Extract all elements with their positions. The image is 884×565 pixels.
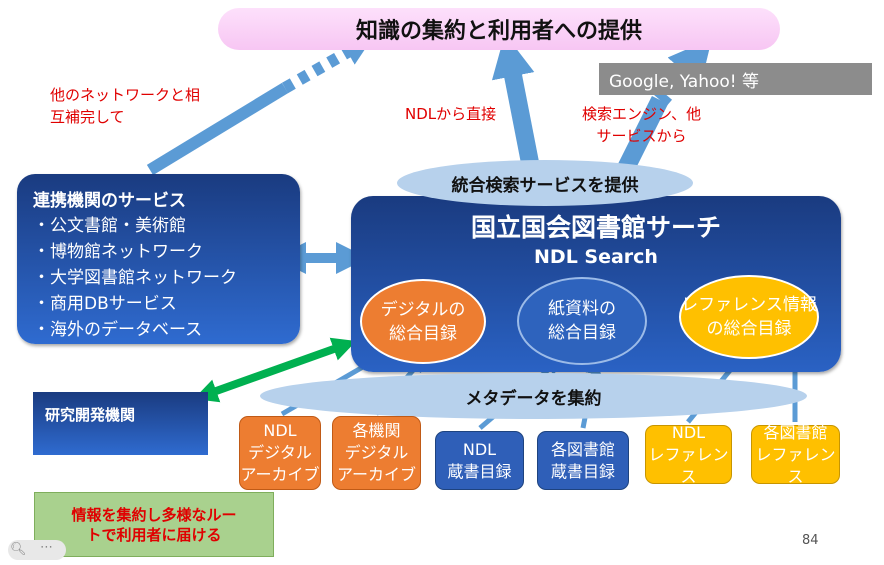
bottom-note: 情報を集約し多様なルー トで利用者に届ける bbox=[34, 492, 274, 557]
integrated-search-ellipse: 統合検索サービスを提供 bbox=[397, 160, 693, 206]
direct-note: NDLから直接 bbox=[405, 105, 497, 123]
magnifier-icon[interactable]: 🔍︎ bbox=[10, 542, 27, 557]
source-line: デジタル bbox=[344, 443, 409, 462]
partner-service-item: ・海外のデータベース bbox=[33, 320, 203, 340]
engine-note: 検索エンジン、他 サービスから bbox=[582, 103, 701, 147]
engine-note-line: サービスから bbox=[596, 127, 687, 145]
source-line: 蔵書目録 bbox=[550, 461, 615, 481]
source-line: 蔵書目録 bbox=[447, 461, 512, 481]
source-agency-digital-archive: 各機関 デジタル アーカイブ bbox=[332, 416, 421, 490]
source-library-catalog: 各図書館 蔵書目録 bbox=[537, 431, 629, 490]
direct-up-arrow bbox=[491, 33, 542, 180]
page-number: 84 bbox=[802, 533, 819, 548]
source-line: 各図書館 bbox=[763, 422, 828, 442]
catalog-line: 紙資料の bbox=[548, 299, 616, 319]
metadata-ellipse: メタデータを集約 bbox=[260, 373, 807, 419]
engine-up-arrow-dotted bbox=[653, 38, 712, 106]
research-box: 研究開発機関 bbox=[33, 392, 208, 455]
source-ndl-catalog: NDL 蔵書目録 bbox=[435, 431, 524, 490]
engine-note-line: 検索エンジン、他 bbox=[582, 105, 702, 123]
partner-to-top-arrow bbox=[146, 82, 289, 176]
zoom-control[interactable] bbox=[8, 540, 66, 560]
source-line: アーカイブ bbox=[336, 465, 417, 484]
catalog-line: 総合目録 bbox=[388, 323, 457, 344]
page-title: 知識の集約と利用者への提供 bbox=[218, 8, 780, 50]
partner-services-box: 連携機関のサービス ・公文書館・美術館 ・博物館ネットワーク ・大学図書館ネット… bbox=[17, 174, 300, 344]
partner-note: 他のネットワークと相 互補完して bbox=[50, 84, 200, 128]
source-line: アーカイブ bbox=[240, 465, 320, 484]
partner-service-item: ・公文書館・美術館 bbox=[33, 216, 186, 236]
ndl-search-title: 国立国会図書館サーチ bbox=[470, 213, 721, 242]
source-line: 各機関 bbox=[352, 421, 401, 440]
digital-catalog-circle: デジタルの 総合目録 bbox=[360, 279, 486, 364]
catalog-line: レファレンス情報 bbox=[681, 295, 817, 315]
search-engines-label: Google, Yahoo! 等 bbox=[599, 63, 872, 95]
source-ndl-reference: NDL レファレンス bbox=[645, 422, 732, 486]
source-line: NDL bbox=[671, 422, 706, 442]
source-line: NDL bbox=[462, 439, 497, 459]
bottom-note-line: トで利用者に届ける bbox=[86, 525, 222, 544]
partner-to-top-arrow-dotted bbox=[282, 37, 373, 94]
source-line: NDL bbox=[263, 421, 297, 440]
catalog-line: 総合目録 bbox=[548, 323, 616, 343]
partner-note-line: 互補完して bbox=[50, 108, 125, 126]
bottom-note-line: 情報を集約し多様なルー bbox=[71, 505, 237, 524]
source-line: 各図書館 bbox=[550, 439, 615, 459]
source-line: デジタル bbox=[248, 443, 312, 462]
source-line: レファレンス bbox=[648, 444, 729, 486]
paper-catalog-circle: 紙資料の 総合目録 bbox=[517, 277, 647, 365]
more-icon[interactable]: ⋯ bbox=[40, 540, 53, 555]
catalog-line: デジタルの bbox=[380, 299, 466, 320]
source-line: レファレンス bbox=[755, 444, 836, 486]
partner-note-line: 他のネットワークと相 bbox=[50, 86, 201, 104]
partner-service-item: ・商用DBサービス bbox=[33, 294, 177, 314]
ndl-search-subtitle: NDL Search bbox=[534, 246, 658, 268]
source-ndl-digital-archive: NDL デジタル アーカイブ bbox=[239, 416, 321, 490]
research-ndl-arrow bbox=[193, 337, 357, 403]
reference-catalog-circle: レファレンス情報 の総合目録 bbox=[679, 275, 819, 359]
partner-services-title: 連携機関のサービス bbox=[33, 191, 186, 211]
catalog-line: の総合目録 bbox=[706, 319, 792, 339]
source-library-reference: 各図書館 レファレンス bbox=[751, 422, 840, 486]
partner-service-item: ・大学図書館ネットワーク bbox=[33, 268, 237, 288]
partner-service-item: ・博物館ネットワーク bbox=[33, 242, 203, 262]
